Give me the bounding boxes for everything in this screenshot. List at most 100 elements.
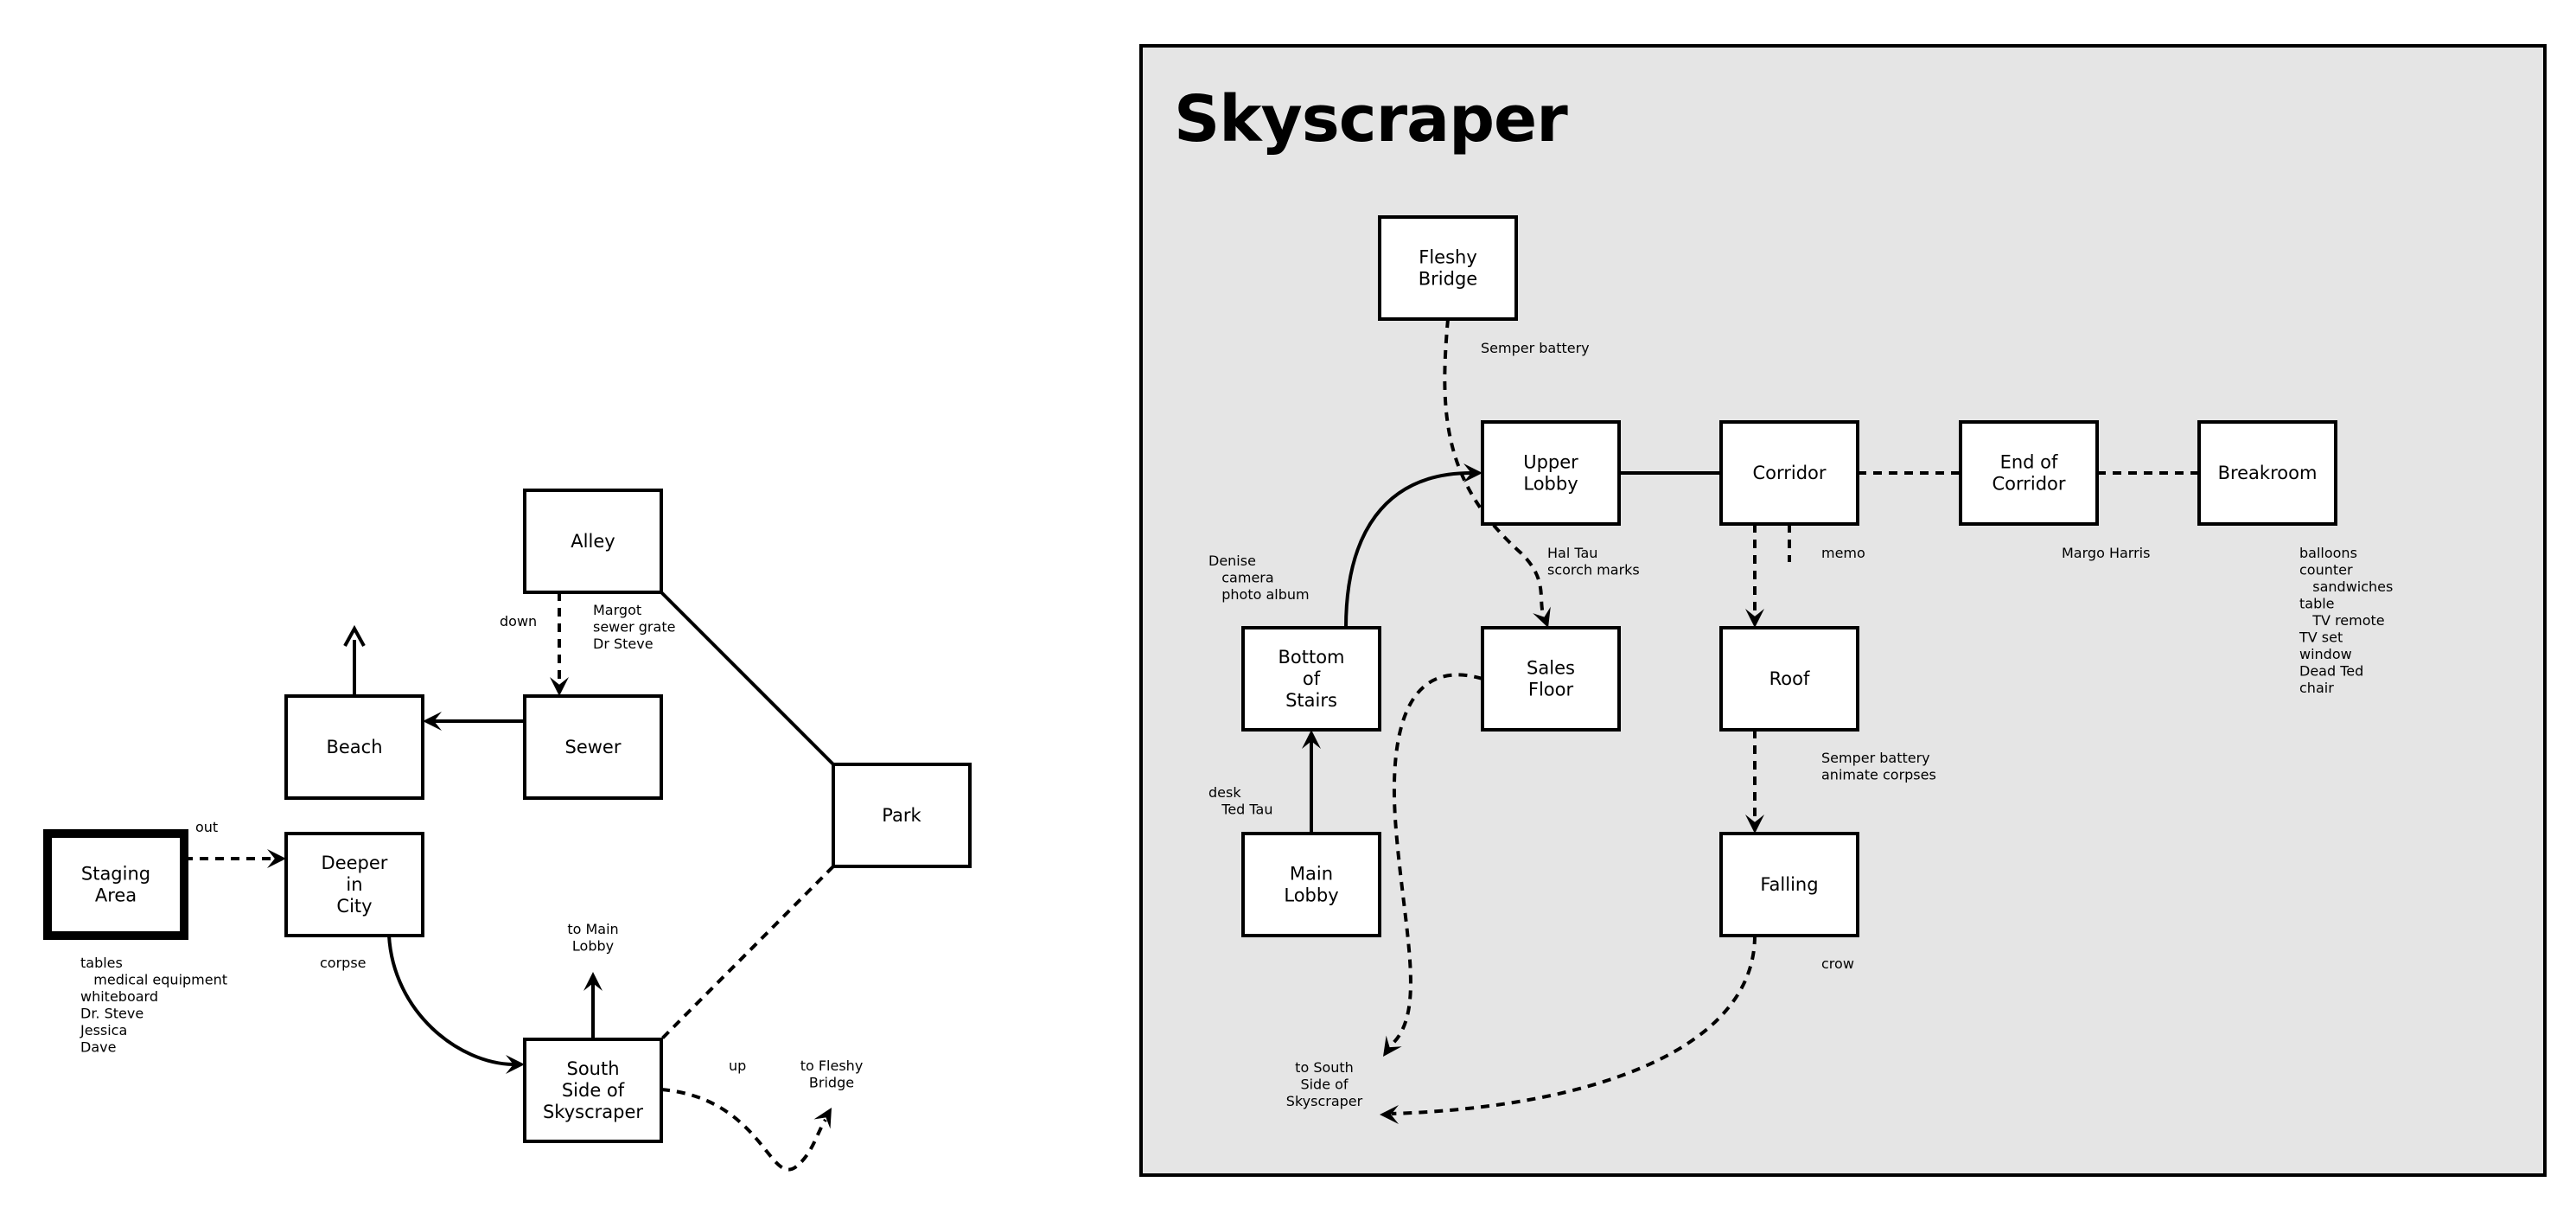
node-sewer[interactable]: Sewer xyxy=(523,694,663,800)
note-line: Dr Steve xyxy=(593,636,654,652)
node-box xyxy=(523,489,663,594)
note-out: out xyxy=(195,819,218,835)
edges xyxy=(184,318,2199,1172)
note-crow: crow xyxy=(1821,955,1854,972)
node-breakroom[interactable]: Breakroom xyxy=(2197,420,2337,526)
note-line: Skyscraper xyxy=(1286,1093,1363,1109)
edge-fleshy-sales-arrowhead xyxy=(1533,606,1551,628)
node-box xyxy=(1719,626,1859,732)
note-line: photo album xyxy=(1208,586,1310,603)
node-label: Park xyxy=(882,805,921,826)
note-line: Jessica xyxy=(80,1022,127,1038)
note-line: sewer grate xyxy=(593,619,675,636)
node-label: Corridor xyxy=(1752,463,1826,483)
edge-alley-park xyxy=(660,591,835,766)
edge-falling-southside-arrowhead xyxy=(1380,1105,1399,1124)
node-label: End of xyxy=(2000,452,2058,473)
node-label: Side of xyxy=(562,1080,625,1101)
note-semper-battery: Semper battery xyxy=(1481,340,1590,356)
note-desk-ted: desk Ted Tau xyxy=(1208,784,1272,818)
note-line: Dave xyxy=(80,1039,116,1056)
node-label: Sewer xyxy=(565,737,622,757)
note-line: Margo Harris xyxy=(2062,545,2150,561)
edge-sales-southside xyxy=(1390,673,1483,1046)
note-line: out xyxy=(195,819,218,835)
node-label: Main xyxy=(1290,864,1333,885)
node-label: Fleshy xyxy=(1419,247,1477,268)
node-label: Sales xyxy=(1527,658,1575,679)
note-line: Bridge xyxy=(809,1075,854,1091)
node-label: in xyxy=(346,874,362,895)
note-corpse: corpse xyxy=(320,955,367,971)
note-line: Ted Tau xyxy=(1208,802,1272,818)
node-label: Stairs xyxy=(1285,690,1337,711)
edge-roof-falling-arrowhead xyxy=(1745,815,1764,834)
node-beach[interactable]: Beach xyxy=(284,694,424,800)
note-line: balloons xyxy=(2299,545,2357,561)
node-label: Lobby xyxy=(1523,474,1578,495)
node-box xyxy=(523,694,663,800)
note-line: to Main xyxy=(567,921,618,937)
edge-deeper-south xyxy=(387,935,514,1066)
node-roof[interactable]: Roof xyxy=(1719,626,1859,732)
node-label: Area xyxy=(95,885,137,906)
skyscraper-title: Skyscraper xyxy=(1174,82,1568,157)
note-line: sandwiches xyxy=(2299,578,2393,595)
node-box xyxy=(1481,420,1621,526)
note-line: crow xyxy=(1821,955,1854,972)
note-line: table xyxy=(2299,596,2335,612)
node-box xyxy=(1481,626,1621,732)
note-line: tables xyxy=(80,955,123,971)
note-memo: memo xyxy=(1821,545,1865,561)
note-margo-harris: Margo Harris xyxy=(2062,545,2150,561)
note-line: down xyxy=(500,613,537,629)
node-box xyxy=(1378,215,1518,321)
edge-mainlobby-stairs-arrowhead xyxy=(1302,730,1321,749)
note-line: Dr. Steve xyxy=(80,1006,143,1022)
edge-beach-up-arrowhead xyxy=(343,624,366,647)
note-down: down xyxy=(500,613,537,629)
note-line: Side of xyxy=(1300,1077,1348,1093)
note-line: Semper battery xyxy=(1821,750,1930,766)
node-box xyxy=(832,763,972,868)
note-line: TV remote xyxy=(2299,612,2385,629)
note-line: to Fleshy xyxy=(800,1057,864,1074)
edge-south-mainlobby-arrowhead xyxy=(583,972,603,991)
edge-alley-sewer-arrowhead xyxy=(550,677,569,696)
node-label: Deeper xyxy=(322,853,388,873)
note-line: scorch marks xyxy=(1547,562,1640,578)
node-label: Alley xyxy=(571,531,615,552)
node-alley[interactable]: Alley xyxy=(523,489,663,594)
skyscraper-panel xyxy=(1139,44,2547,1177)
edge-falling-southside xyxy=(1391,935,1757,1115)
node-falling[interactable]: Falling xyxy=(1719,832,1859,937)
node-corridor[interactable]: Corridor xyxy=(1719,420,1859,526)
node-park[interactable]: Park xyxy=(832,763,972,868)
note-line: chair xyxy=(2299,680,2334,696)
note-line: memo xyxy=(1821,545,1865,561)
edge-deeper-south-arrowhead xyxy=(506,1055,525,1074)
note-line: Hal Tau xyxy=(1547,545,1597,561)
node-box xyxy=(2197,420,2337,526)
note-line: desk xyxy=(1208,784,1241,801)
note-line: Denise xyxy=(1208,553,1256,569)
node-label: Skyscraper xyxy=(543,1102,643,1122)
node-label: Staging xyxy=(81,864,150,885)
note-line: Margot xyxy=(593,602,641,618)
